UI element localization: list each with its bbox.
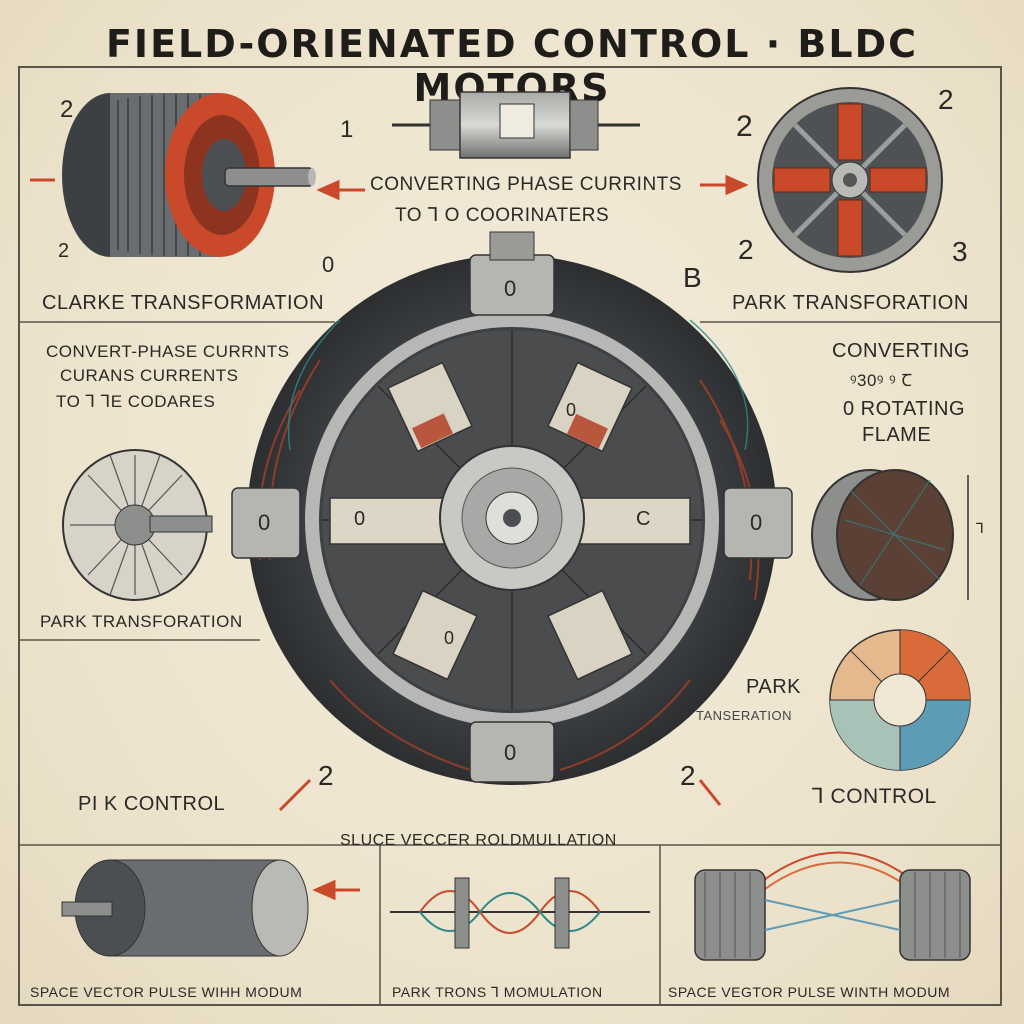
label-clarke: CLARKE TRANSFORMATION	[42, 292, 325, 314]
label-converting-top-2: TO ꞁ O COORINATERS	[395, 205, 610, 226]
marker-tr-a: 2	[736, 110, 754, 143]
marker-side: ꞁ	[976, 520, 985, 536]
marker-bottom-left: 2	[318, 760, 335, 791]
label-converting-right-2: ꝰ30ꝰ ꝰ Ꞇ	[850, 371, 913, 390]
label-park-mid-1: PARK	[746, 676, 801, 698]
marker-tl: 2	[60, 96, 74, 123]
marker-tr-c: 2	[738, 234, 755, 265]
svpwm-motor-left	[61, 859, 309, 957]
label-i-control: ꞁ CONTROL	[812, 785, 937, 808]
label-convert-left-3: TO ꞁ ꞁE CODARES	[56, 392, 216, 411]
control-color-wheel	[829, 629, 971, 771]
outer-frame	[18, 66, 1002, 1006]
svpwm-coils-right	[694, 851, 971, 961]
label-converting-right-1: CONVERTING	[832, 340, 970, 362]
stator-lug-bottom-label: 0	[504, 740, 517, 765]
modulation-waveform	[390, 877, 650, 949]
diagram-title: FIELD-ORIENATED CONTROL · BLDC MOTORS	[105, 22, 919, 110]
red-arrows	[30, 174, 749, 901]
marker-tr-d: 3	[952, 236, 969, 267]
right-winding-drum	[811, 469, 969, 601]
stator-lug-top-label: 0	[504, 276, 517, 301]
central-bldc-motor	[231, 231, 793, 785]
label-park-left: PARK TRANSFORATION	[40, 612, 243, 631]
marker-b-right: B	[683, 262, 703, 293]
marker-bottom-right: 2	[680, 760, 697, 791]
marker-top-1: 1	[340, 116, 354, 143]
marker-o-left: 0	[322, 252, 335, 277]
park-rotor-drawing	[757, 87, 943, 273]
label-converting-right-3: 0 ROTATING	[843, 398, 966, 420]
section-dividers	[18, 321, 1002, 1004]
label-park-trons: PARK TRONS ꞁ MOMULATION	[392, 984, 603, 1000]
label-svpw-left: SPACE VECTOR PULSE WIHH MODUM	[30, 984, 303, 1000]
pole-west-label: 0	[354, 508, 366, 530]
pole-east-label: C	[636, 508, 651, 530]
stator-lug-left-label: 0	[258, 510, 271, 535]
label-converting-top-1: CONVERTING PHASE CURRINTS	[370, 174, 682, 195]
label-convert-left-1: CONVERT-PHASE CURRNTS	[46, 342, 290, 361]
pole-south-label: 0	[444, 628, 455, 648]
label-convert-left-2: CURANS CURRENTS	[60, 366, 239, 385]
label-park-right: PARK TRANSFORATION	[732, 292, 969, 314]
label-svpw-right: SPACE VEGTOR PULSE WINTH MODUM	[668, 984, 951, 1000]
label-park-mid-2: TANSERATION	[696, 708, 793, 723]
marker-tr-b: 2	[938, 84, 955, 115]
label-pi-control: PI K CONTROL	[78, 793, 226, 815]
label-svrm: SLUCE VECCER ROLDMULLATION	[340, 832, 617, 849]
left-fan-rotor	[62, 449, 213, 601]
stator-lug-right-label: 0	[750, 510, 763, 535]
phase-currents-motor-drawing	[392, 91, 640, 159]
marker-tl-low: 2	[58, 240, 70, 262]
label-converting-right-4: FLAME	[862, 424, 932, 446]
clarke-motor-drawing	[62, 93, 316, 257]
pole-north-label: 0	[566, 400, 577, 420]
